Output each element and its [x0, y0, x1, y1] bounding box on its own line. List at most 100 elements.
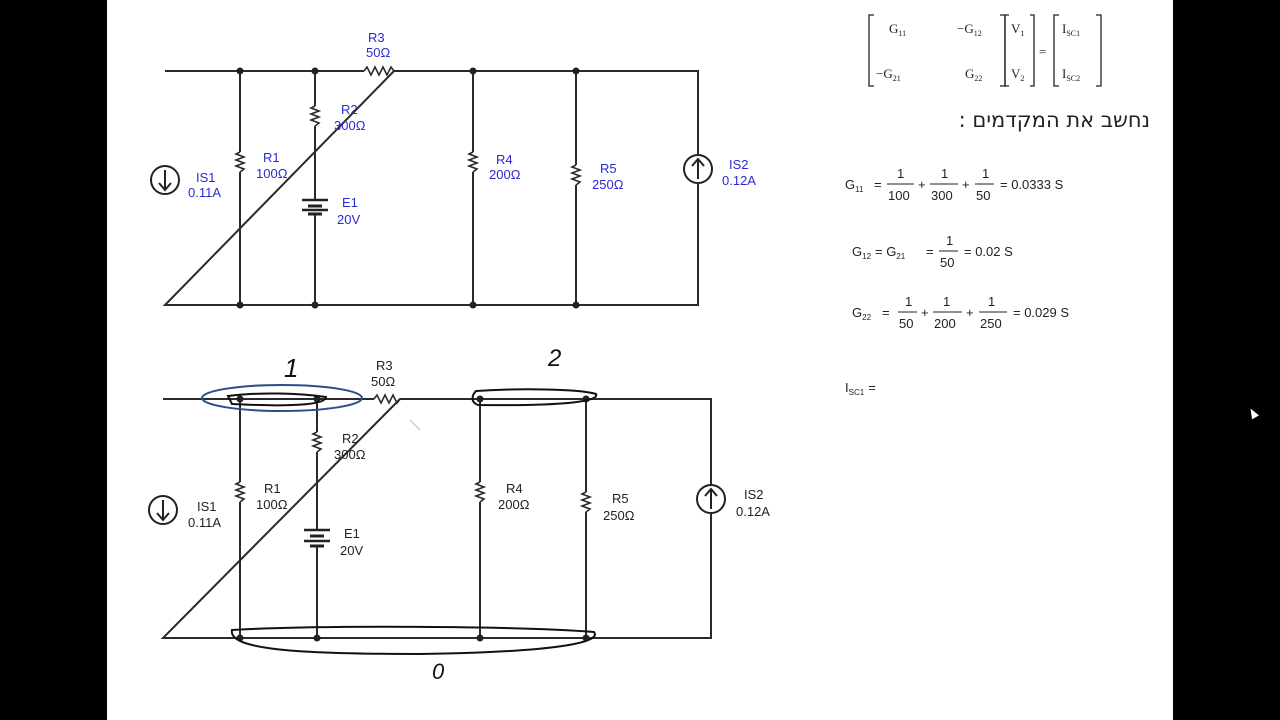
- g22-f2-num: 1: [943, 294, 950, 309]
- node-1-ellipse: [201, 384, 363, 412]
- b-current-source-is1: [148, 495, 178, 525]
- b-e1-name: E1: [344, 526, 360, 541]
- g22-f1-num: 1: [905, 294, 912, 309]
- b-battery-e1: [304, 528, 330, 548]
- node-0-scribble: [230, 625, 596, 656]
- isc1-lhs: I: [845, 380, 849, 395]
- m-v1: V: [1011, 21, 1021, 36]
- svg-text:V2: V2: [1011, 66, 1024, 83]
- g12-eq: =: [926, 244, 934, 259]
- g11-f1-num: 1: [897, 166, 904, 181]
- g11-eq: =: [874, 177, 882, 192]
- g12-mid-sub: 21: [896, 252, 905, 261]
- node-1-label: 1: [284, 353, 298, 383]
- e1-name: E1: [342, 195, 358, 210]
- m-g22: G: [965, 66, 974, 81]
- nodal-matrix: G11 −G12 −G21 G22 V1 V2 = ISC1 ISC2: [868, 14, 1102, 87]
- g22-plus1: +: [921, 305, 929, 320]
- r1-name: R1: [263, 150, 280, 165]
- r4-value: 200Ω: [489, 167, 521, 182]
- g22-f2-den: 200: [934, 316, 956, 331]
- b-resistor-r5: [579, 491, 593, 513]
- b-r2-value: 300Ω: [334, 447, 366, 462]
- section-heading: נחשב את המקדמים :: [958, 108, 1150, 132]
- b-resistor-r4: [473, 481, 487, 503]
- is1-value: 0.11A: [188, 185, 221, 200]
- b-resistor-r1: [233, 481, 247, 503]
- g22-f1-den: 50: [899, 316, 913, 331]
- b-is1-value: 0.11A: [188, 515, 221, 530]
- node-2-scribble: [471, 388, 598, 407]
- m-g12: −G: [957, 21, 974, 36]
- r5-value: 250Ω: [592, 177, 624, 192]
- r3-value: 50Ω: [366, 45, 390, 60]
- circuit-top: R3 50Ω R2 300Ω R1 100Ω R4 200Ω R5 250Ω I…: [150, 30, 756, 309]
- m-isc1: I: [1062, 21, 1066, 36]
- g12-result: = 0.02 S: [964, 244, 1013, 259]
- svg-text:−G21: −G21: [876, 66, 901, 83]
- svg-text:ISC1: ISC1: [1062, 21, 1080, 38]
- eq-g12: G12= G21 = 1 50 = 0.02 S: [852, 233, 1013, 270]
- g22-plus2: +: [966, 305, 974, 320]
- m-g21-sub: 21: [893, 74, 901, 83]
- e1-value: 20V: [337, 212, 360, 227]
- m-g11: G: [889, 21, 898, 36]
- g11-f3-den: 50: [976, 188, 990, 203]
- is2-name: IS2: [729, 157, 749, 172]
- is2-value: 0.12A: [722, 173, 756, 188]
- g12-lhs-sub: 12: [862, 252, 871, 261]
- m-g21: −G: [876, 66, 893, 81]
- svg-text:G22: G22: [965, 66, 982, 83]
- svg-text:−G12: −G12: [957, 21, 982, 38]
- g22-f3-num: 1: [988, 294, 995, 309]
- g22-lhs-sub: 22: [862, 313, 871, 322]
- slide-page: [107, 0, 1173, 720]
- g22-f3-den: 250: [980, 316, 1002, 331]
- resistor-r5: [569, 164, 583, 186]
- b-r3-value: 50Ω: [371, 374, 395, 389]
- b-r2-name: R2: [342, 431, 359, 446]
- b-r4-name: R4: [506, 481, 523, 496]
- g11-lhs-sub: 11: [855, 185, 864, 194]
- g11-f2-num: 1: [941, 166, 948, 181]
- svg-text:ISC1=: ISC1=: [845, 380, 876, 397]
- b-current-source-is2: [696, 484, 726, 514]
- svg-text:G12= G21: G12= G21: [852, 244, 906, 261]
- g11-f3-num: 1: [982, 166, 989, 181]
- b-resistor-r2: [310, 431, 324, 453]
- isc1-lhs-sub: SC1: [849, 388, 865, 397]
- g11-plus1: +: [918, 177, 926, 192]
- isc1-eq: =: [868, 380, 876, 395]
- m-isc1-sub: SC1: [1066, 29, 1080, 38]
- battery-e1: [302, 198, 328, 216]
- eq-isc1: ISC1=: [845, 380, 876, 397]
- is1-name: IS1: [196, 170, 216, 185]
- node-1-scribble: [226, 392, 328, 407]
- circuit-bottom: R3 50Ω R2 300Ω R1 100Ω R4 200Ω R5 250Ω I…: [148, 345, 770, 684]
- m-v2-sub: 2: [1020, 74, 1024, 83]
- resistor-r2: [308, 105, 322, 127]
- eq-g11: G11 = 1 100 + 1 300 + 1 50 = 0.0333 S: [845, 166, 1064, 203]
- resistor-r1: [233, 151, 247, 173]
- b-is2-value: 0.12A: [736, 504, 770, 519]
- eq-g22: G22 = 1 50 + 1 200 + 1 250 = 0.029 S: [852, 294, 1069, 331]
- m-v1-sub: 1: [1020, 29, 1024, 38]
- b-e1-value: 20V: [340, 543, 363, 558]
- stray-mark: [409, 419, 421, 431]
- r2-value: 300Ω: [334, 118, 366, 133]
- r2-name: R2: [341, 102, 358, 117]
- m-v2: V: [1011, 66, 1021, 81]
- svg-text:ISC2: ISC2: [1062, 66, 1080, 83]
- b-is2-name: IS2: [744, 487, 764, 502]
- b-resistor-r3: [373, 393, 401, 405]
- svg-text:G11: G11: [889, 21, 906, 38]
- b-r1-name: R1: [264, 481, 281, 496]
- svg-text:G22: G22: [852, 305, 872, 322]
- b-r1-value: 100Ω: [256, 497, 288, 512]
- g11-plus2: +: [962, 177, 970, 192]
- m-eq: =: [1039, 44, 1046, 59]
- m-g11-sub: 11: [898, 29, 906, 38]
- b-r5-name: R5: [612, 491, 629, 506]
- top-loop-wire: [162, 70, 699, 306]
